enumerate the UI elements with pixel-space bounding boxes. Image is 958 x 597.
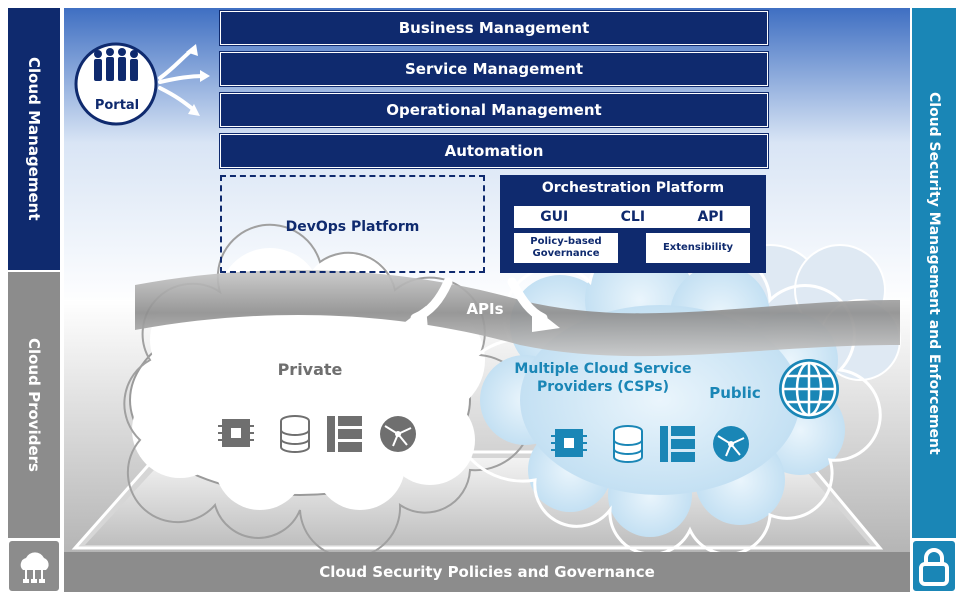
- chip-icon: [218, 419, 254, 447]
- gui-label: GUI: [540, 209, 569, 225]
- service-management-bar: Service Management: [220, 52, 768, 86]
- public-cloud-label: Public: [709, 384, 761, 402]
- public-resources: [551, 425, 749, 463]
- portal-label: Portal: [94, 98, 140, 113]
- database-icon: [280, 415, 310, 453]
- policy-governance-box: Policy-based Governance: [514, 233, 618, 263]
- api-label: API: [697, 209, 724, 225]
- devops-platform-label: DevOps Platform: [285, 219, 420, 235]
- private-cloud-label: Private: [277, 360, 343, 379]
- orchestration-title: Orchestration Platform: [541, 180, 725, 196]
- extensibility-box: Extensibility: [646, 233, 750, 263]
- operational-management-bar: Operational Management: [220, 93, 768, 127]
- chip-icon: [551, 429, 587, 457]
- lock-icon: [919, 548, 949, 586]
- server-rack-icon: [660, 426, 695, 462]
- orchestration-platform-box: Orchestration Platform GUI CLI API Polic…: [500, 175, 766, 273]
- business-management-bar: Business Management: [220, 11, 768, 45]
- cli-label: CLI: [620, 209, 646, 225]
- database-icon: [613, 425, 643, 463]
- footer-policies-label: Cloud Security Policies and Governance: [319, 563, 655, 581]
- apis-label: APIs: [466, 300, 504, 318]
- csps-label: Multiple Cloud Service Providers (CSPs): [514, 361, 692, 395]
- security-enforcement-label: Cloud Security Management and Enforcemen…: [926, 91, 942, 455]
- cloud-providers-label: Cloud Providers: [25, 338, 43, 472]
- devops-platform-box: DevOps Platform: [220, 175, 485, 273]
- interface-row: GUI CLI API: [514, 206, 750, 228]
- portal-icon: [74, 42, 210, 126]
- globe-icon: [380, 416, 416, 452]
- server-rack-icon: [327, 416, 362, 452]
- world-globe-icon: [779, 359, 839, 419]
- private-resources: [218, 415, 416, 453]
- globe-icon: [713, 426, 749, 462]
- automation-bar: Automation: [220, 134, 768, 168]
- cloud-management-label: Cloud Management: [25, 57, 43, 221]
- cloud-network-icon: [20, 552, 49, 583]
